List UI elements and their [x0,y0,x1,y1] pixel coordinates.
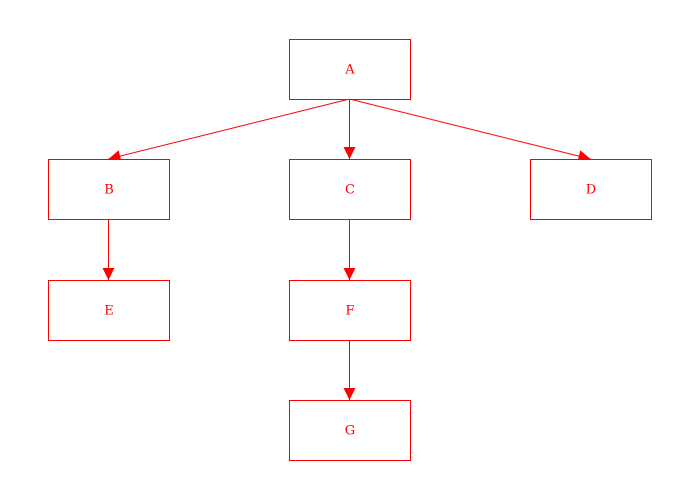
node-label-a: A [344,63,355,78]
node-box-d [530,159,652,220]
node-box-g [289,400,411,461]
node-box-b [48,159,170,220]
node-label-b: B [104,183,114,198]
node-c: C [289,159,411,220]
edge-a-b [108,98,350,162]
node-f: F [289,280,411,341]
edge-a-d [349,98,591,162]
node-a: A [289,39,411,100]
node-label-d: D [586,183,596,198]
nodes-layer: A B C D E F G [48,39,652,461]
node-box-f [289,280,411,341]
node-label-c: C [345,183,355,198]
node-label-f: F [345,304,354,319]
node-box-a [289,39,411,100]
edges-layer [102,98,591,400]
node-d: D [530,159,652,220]
node-g: G [289,400,411,461]
node-e: E [48,280,170,341]
node-box-e [48,280,170,341]
node-label-e: E [104,304,114,319]
node-b: B [48,159,170,220]
node-label-g: G [345,424,355,439]
node-box-c [289,159,411,220]
